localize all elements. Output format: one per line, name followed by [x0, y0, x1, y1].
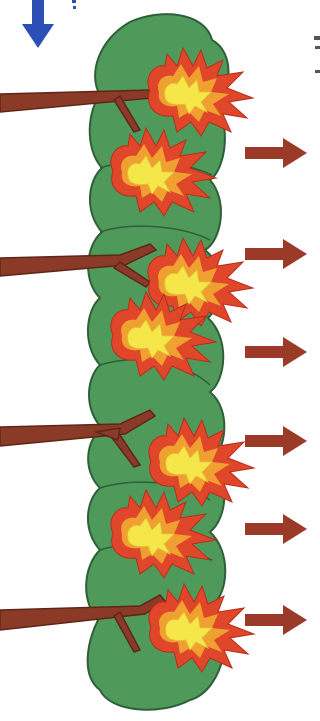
- arrow-down-icon: [22, 0, 54, 48]
- cropped-mark: [72, 0, 76, 9]
- arrow-right-icon: [245, 514, 307, 544]
- arrow-right-icon: [245, 138, 307, 168]
- arrow-right-icon: [245, 426, 307, 456]
- arrow-right-icon: [245, 239, 307, 269]
- right-arrows: [245, 138, 307, 635]
- arrow-right-icon: [245, 605, 307, 635]
- arrow-right-icon: [245, 337, 307, 367]
- cropped-edge-marks: [314, 36, 320, 73]
